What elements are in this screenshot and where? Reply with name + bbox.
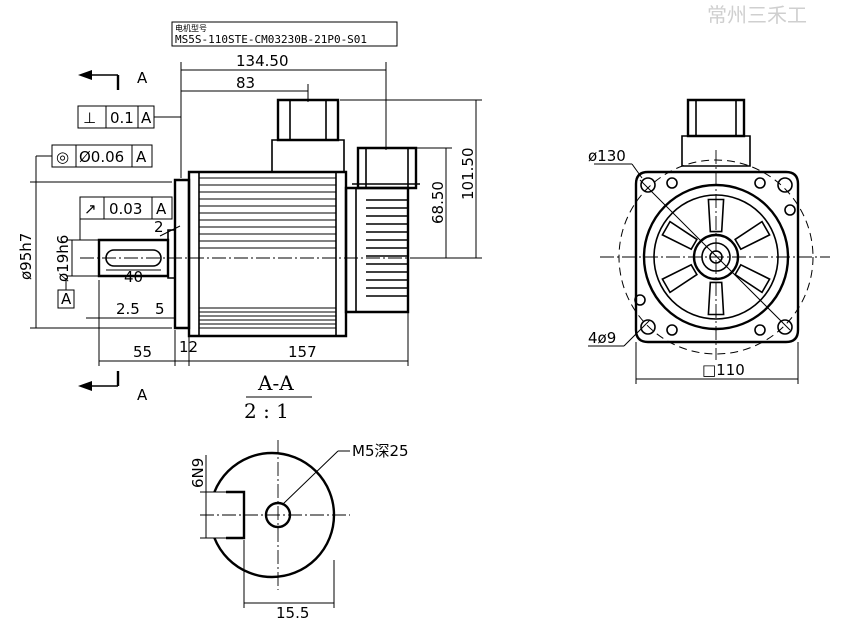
title-label: 电机型号 [175, 23, 207, 33]
front-spokes [662, 200, 769, 315]
fcf-perp-value: 0.1 [110, 109, 134, 127]
cooling-fins [199, 178, 336, 328]
fcf-conc-datum: A [136, 148, 147, 166]
fcf-concentricity: ◎ Ø0.06 A [36, 145, 152, 182]
dim-key-length: 40 [124, 268, 143, 286]
screw-2 [755, 178, 765, 188]
dim-key-offset: 2.5 [116, 300, 140, 318]
fcf-runout: ↗ 0.03 A [80, 197, 172, 240]
spoke-window [662, 265, 697, 293]
spoke-window [662, 222, 697, 250]
dim-shaft-length: 55 [133, 343, 152, 361]
section-arrow-top-head [78, 70, 92, 80]
dim-thread: M5深25 [352, 442, 409, 460]
dim-square: □110 [702, 361, 745, 379]
dim-flange-thickness: 12 [179, 338, 198, 356]
front-view: ø130 4ø9 □110 [588, 100, 830, 384]
datum-flag-label: A [61, 290, 72, 308]
dim-spigot: 5 [155, 300, 165, 318]
screw-6 [635, 295, 645, 305]
dim-flange-dia: ø95h7 [17, 233, 35, 280]
rear-fins [366, 200, 408, 296]
flange-plate [175, 180, 189, 328]
watermark-text: 常州三禾工 [707, 3, 807, 27]
title-box [172, 22, 397, 46]
dim-height-connector: 68.50 [429, 181, 447, 224]
thread-leader [282, 451, 338, 505]
model-number: MS5S-110STE-CM03230B-21P0-S01 [175, 33, 367, 46]
power-connector [278, 100, 338, 140]
title-block: 电机型号 MS5S-110STE-CM03230B-21P0-S01 [172, 22, 397, 46]
screw-1 [667, 178, 677, 188]
screw-3 [667, 325, 677, 335]
dim-body-length: 157 [288, 343, 317, 361]
dim-keyway-height: 15.5 [276, 604, 309, 621]
power-connector-base [272, 140, 344, 172]
spoke-window [735, 222, 770, 250]
mount-hole-bl [641, 320, 655, 334]
spoke-window [735, 265, 770, 293]
fcf-perp-datum: A [141, 109, 152, 127]
fcf-perpendicularity: ⊥ 0.1 A [78, 106, 181, 128]
section-scale: 2 : 1 [244, 399, 289, 423]
mount-hole-br [778, 320, 792, 334]
dim-key-depth: 6N9 [189, 458, 207, 488]
section-arrow-bottom-head [78, 381, 92, 391]
section-title: A-A [257, 371, 294, 395]
fcf-conc-symbol: ◎ [56, 148, 69, 166]
dim-overall-length: 134.50 [236, 52, 289, 70]
screw-5 [785, 205, 795, 215]
pcd-leader [632, 164, 642, 178]
section-marker-bottom: A [137, 386, 148, 404]
dim-chamfer: 2 [154, 218, 164, 236]
front-connector-base [682, 136, 750, 166]
dim-holes: 4ø9 [588, 329, 616, 347]
screw-4 [755, 325, 765, 335]
side-view: A A 134. [17, 52, 482, 404]
chamfer-leader [160, 226, 180, 236]
dim-shaft-dia: ø19h6 [54, 235, 72, 282]
dim-connector-offset: 83 [236, 74, 255, 92]
fcf-runout-datum: A [156, 200, 167, 218]
spoke-window [708, 200, 723, 232]
dim-pcd: ø130 [588, 147, 626, 165]
motor-body [189, 172, 346, 336]
fcf-runout-symbol: ↗ [84, 200, 97, 218]
dim-height-total: 101.50 [459, 148, 477, 201]
holes-leader [624, 320, 650, 346]
diag-leader [640, 180, 790, 330]
square-flange [636, 172, 798, 342]
fcf-perp-symbol: ⊥ [83, 109, 96, 127]
fcf-conc-value: Ø0.06 [79, 148, 124, 166]
mount-hole-tr [778, 178, 792, 192]
spoke-window [708, 282, 723, 314]
encoder-connector [358, 148, 416, 188]
section-a-a: A-A 2 : 1 6N9 M5深25 15.5 [189, 371, 409, 621]
section-marker-top: A [137, 69, 148, 87]
fcf-runout-value: 0.03 [109, 200, 142, 218]
mount-hole-tl [641, 178, 655, 192]
